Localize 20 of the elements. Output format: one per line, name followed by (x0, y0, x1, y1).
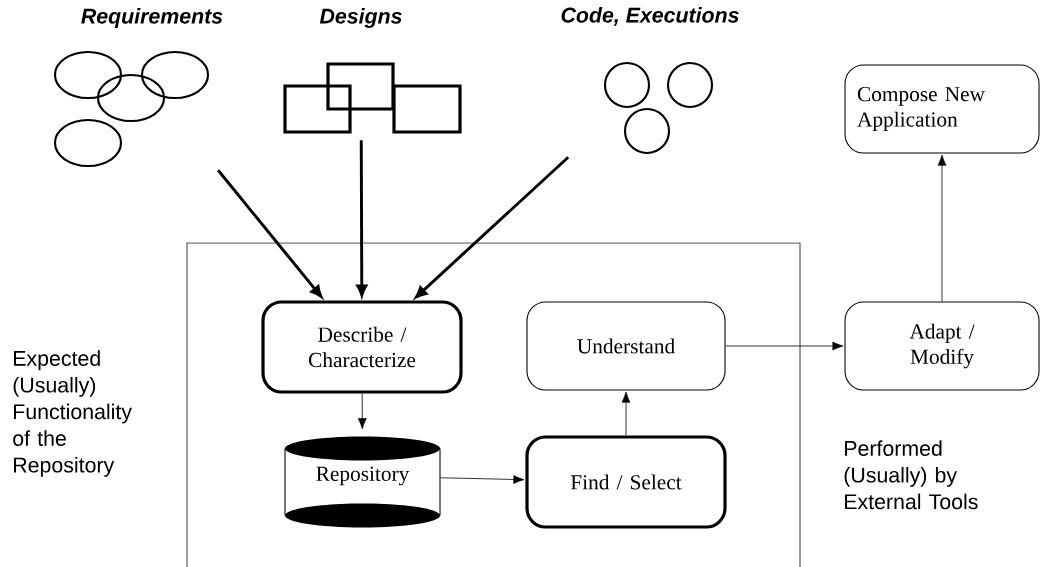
arrow (439, 475, 525, 484)
process-box: Adapt / Modify (844, 301, 1040, 391)
process-box: Compose New Application (844, 64, 1040, 154)
side-note: Expected (Usually) Functionality of the Repository (13, 350, 132, 477)
side-note: Performed (Usually) by External Tools (844, 440, 978, 510)
arrow (217, 169, 323, 298)
arrow (415, 156, 570, 299)
group-heading: Requirements (81, 8, 223, 28)
arrow (357, 393, 367, 430)
arrow (725, 341, 844, 351)
node-label: Repository (316, 466, 410, 486)
process-box: Describe / Characterize (261, 300, 463, 394)
repository-frame (186, 242, 801, 567)
arrow (621, 391, 631, 436)
arrow (937, 154, 947, 302)
database-cylinder: Repository (284, 436, 441, 528)
group-heading: Designs (319, 8, 402, 28)
process-box: Understand (526, 301, 726, 391)
group-heading: Code, Executions (561, 7, 739, 26)
process-box: Find / Select (525, 435, 727, 529)
